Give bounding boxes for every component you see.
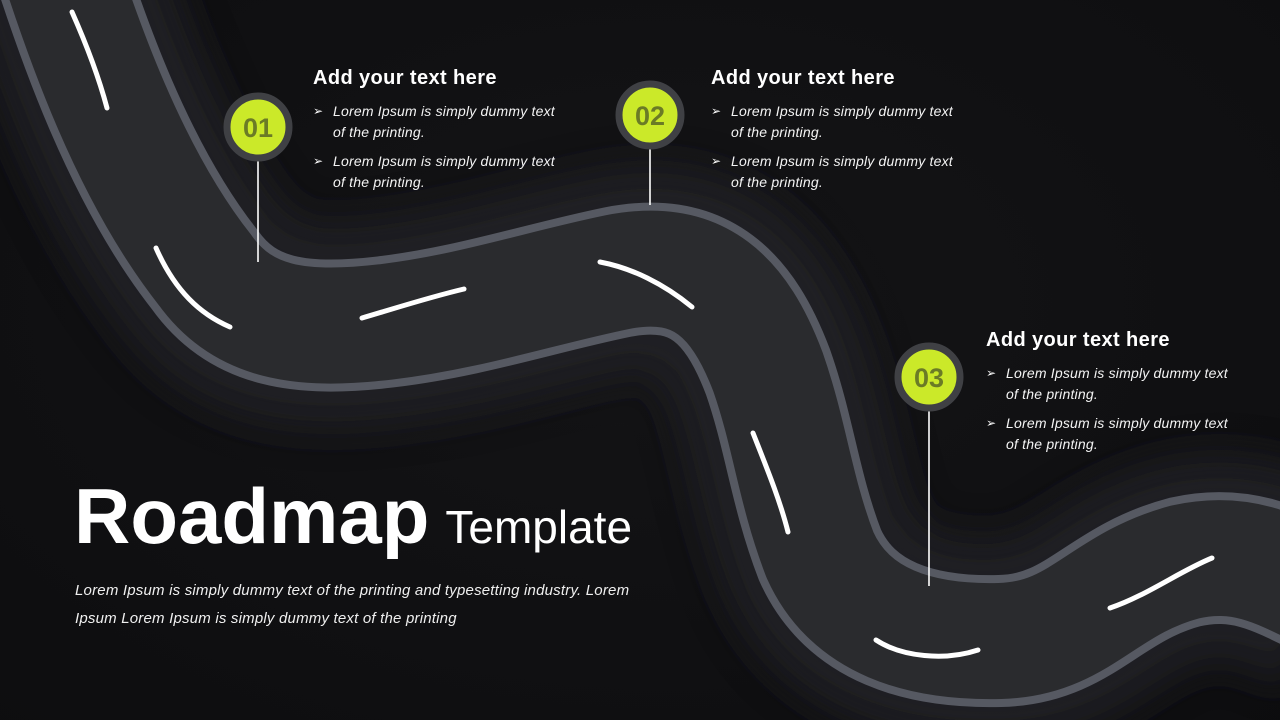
bullet-item: ➢ Lorem Ipsum is simply dummy text of the… — [986, 363, 1236, 405]
road-dash — [597, 259, 695, 310]
bullet-arrow-icon: ➢ — [313, 154, 324, 168]
subtitle-line-1: Lorem Ipsum is simply dummy text of the … — [75, 582, 630, 599]
bullet-arrow-icon: ➢ — [986, 366, 997, 380]
bullet-text: Lorem Ipsum is simply dummy text of the p… — [1006, 363, 1228, 405]
bullet-line-2: of the printing. — [1006, 436, 1098, 452]
bullet-line-2: of the printing. — [731, 124, 823, 140]
bullet-line-1: Lorem Ipsum is simply dummy text — [731, 103, 953, 119]
bullet-item: ➢ Lorem Ipsum is simply dummy text of the… — [986, 413, 1236, 455]
road-center-dashes — [69, 9, 1215, 659]
milestone-number: 03 — [914, 363, 944, 393]
bullet-text: Lorem Ipsum is simply dummy text of the p… — [333, 101, 555, 143]
bullet-line-2: of the printing. — [731, 174, 823, 190]
bullet-line-2: of the printing. — [333, 124, 425, 140]
bullet-line-2: of the printing. — [1006, 386, 1098, 402]
bullet-item: ➢ Lorem Ipsum is simply dummy text of the… — [711, 151, 961, 193]
bullet-line-1: Lorem Ipsum is simply dummy text — [1006, 365, 1228, 381]
bullet-text: Lorem Ipsum is simply dummy text of the p… — [731, 151, 953, 193]
milestone-heading: Add your text here — [313, 67, 497, 89]
milestone-number: 02 — [635, 101, 665, 131]
milestone-badge-circle — [894, 342, 964, 412]
slide-title-secondary: Template — [445, 501, 633, 553]
milestone-number: 01 — [243, 113, 273, 143]
road-dash — [153, 245, 233, 330]
road-dash — [873, 637, 981, 659]
bullet-item: ➢ Lorem Ipsum is simply dummy text of the… — [313, 101, 563, 143]
bullet-line-1: Lorem Ipsum is simply dummy text — [1006, 415, 1228, 431]
milestone-03-text-block: Add your text here ➢ Lorem Ipsum is simp… — [986, 328, 1236, 463]
bullet-text: Lorem Ipsum is simply dummy text of the p… — [1006, 413, 1228, 455]
bullet-arrow-icon: ➢ — [313, 104, 324, 118]
milestone-badge-circle — [223, 92, 293, 162]
slide-title-primary: Roadmap — [74, 472, 430, 560]
milestone-01-text-block: Add your text here ➢ Lorem Ipsum is simp… — [313, 66, 563, 201]
bullet-item: ➢ Lorem Ipsum is simply dummy text of the… — [711, 101, 961, 143]
road-surface — [9, 0, 1280, 700]
slide-subtitle: Lorem Ipsum is simply dummy text of the … — [75, 577, 635, 633]
bullet-line-1: Lorem Ipsum is simply dummy text — [333, 153, 555, 169]
milestone-heading: Add your text here — [711, 67, 895, 89]
bullet-arrow-icon: ➢ — [711, 104, 722, 118]
bullet-item: ➢ Lorem Ipsum is simply dummy text of the… — [313, 151, 563, 193]
milestone-badge-circle — [615, 80, 685, 150]
bullet-line-1: Lorem Ipsum is simply dummy text — [731, 153, 953, 169]
road-dash — [750, 430, 791, 535]
bullet-text: Lorem Ipsum is simply dummy text of the p… — [333, 151, 555, 193]
milestone-01-badge: 01 — [223, 92, 293, 162]
milestone-02-text-block: Add your text here ➢ Lorem Ipsum is simp… — [711, 66, 961, 201]
road-dash — [1107, 555, 1215, 611]
road-dash — [69, 9, 110, 111]
milestone-02-badge: 02 — [615, 80, 685, 150]
bullet-line-1: Lorem Ipsum is simply dummy text — [333, 103, 555, 119]
milestone-connectors — [257, 149, 930, 586]
road-dash — [359, 286, 467, 321]
subtitle-line-2: Ipsum Lorem Ipsum is simply dummy text o… — [75, 610, 457, 627]
bullet-arrow-icon: ➢ — [986, 416, 997, 430]
bullet-line-2: of the printing. — [333, 174, 425, 190]
milestone-03-badge: 03 — [894, 342, 964, 412]
milestone-heading: Add your text here — [986, 329, 1170, 351]
bullet-text: Lorem Ipsum is simply dummy text of the p… — [731, 101, 953, 143]
bullet-arrow-icon: ➢ — [711, 154, 722, 168]
